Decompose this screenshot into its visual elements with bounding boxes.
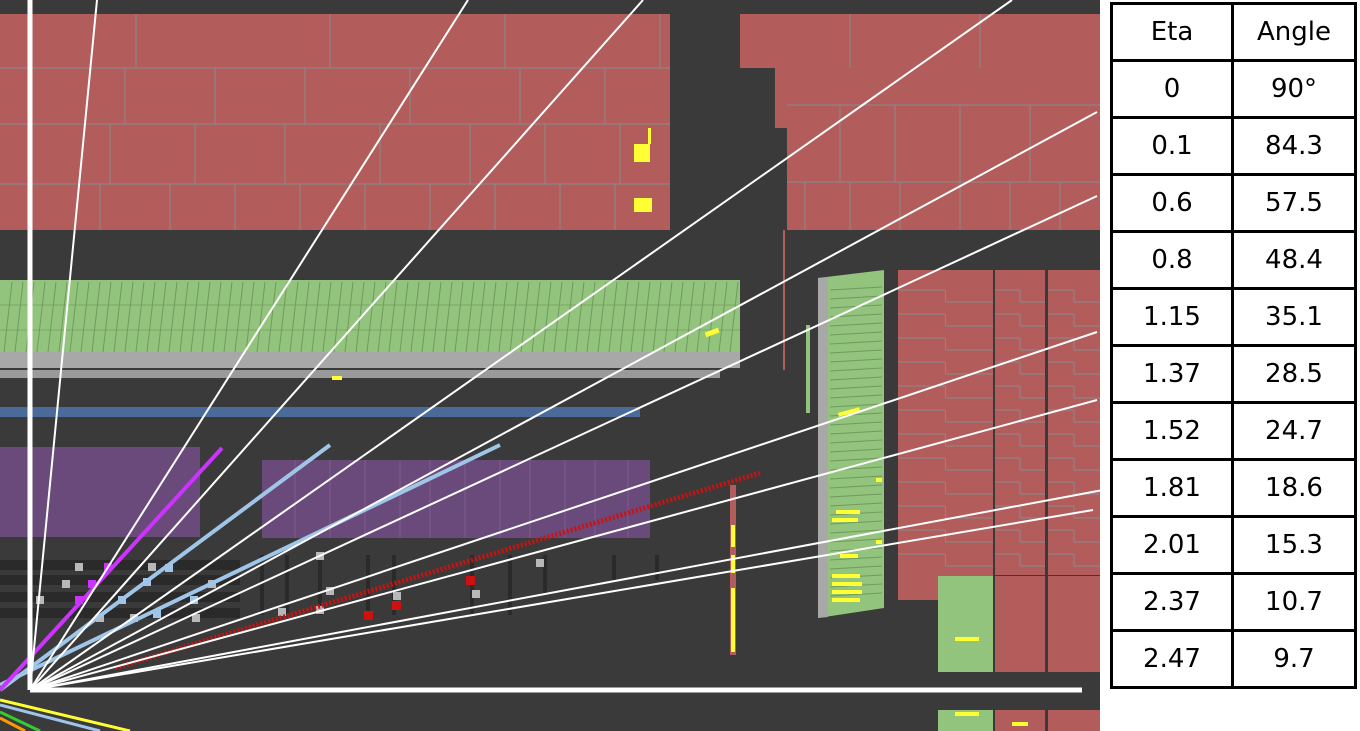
eta-cell: 0.1: [1110, 116, 1234, 176]
hadronic-endcap-calorimeter: [898, 270, 1100, 600]
angle-cell: 18.6: [1231, 458, 1357, 518]
eta-line-1.81: [29, 331, 1098, 691]
eta-line-2.47: [29, 509, 1094, 691]
eta-cell: 0.6: [1110, 173, 1234, 233]
eta-cell: 1.15: [1110, 287, 1234, 347]
column-header-angle: Angle: [1231, 2, 1357, 62]
eta-line-2.01: [29, 399, 1098, 691]
eta-cell: 1.81: [1110, 458, 1234, 518]
eta-cell: 2.37: [1110, 572, 1234, 632]
tile-calorimeter-extended-barrel: [740, 14, 1100, 370]
track-red: [114, 470, 761, 671]
track-blue-2: [0, 443, 501, 687]
angle-cell: 10.7: [1231, 572, 1357, 632]
angle-cell: 9.7: [1231, 629, 1357, 689]
angle-cell: 24.7: [1231, 401, 1357, 461]
angle-cell: 48.4: [1231, 230, 1357, 290]
table-header-row: Eta Angle: [1110, 2, 1357, 62]
axes: [27, 0, 1082, 693]
eta-line-1.37: [29, 111, 1098, 691]
angle-cell: 57.5: [1231, 173, 1357, 233]
eta-cell: 1.52: [1110, 401, 1234, 461]
column-header-eta: Eta: [1110, 2, 1234, 62]
em-endcap-calorimeter: [806, 270, 884, 618]
eta-line-0.6: [29, 0, 469, 691]
forward-calorimeter: [938, 576, 1100, 731]
angle-cell: 15.3: [1231, 515, 1357, 575]
solenoid: [0, 407, 640, 417]
eta-line-1.15: [29, 0, 1013, 691]
angle-cell: 90°: [1231, 59, 1357, 119]
eta-line-1.52: [29, 195, 1098, 691]
tile-calorimeter-barrel: [0, 14, 670, 230]
eta-line-0.8: [29, 0, 644, 691]
eta-line-2.37: [29, 489, 1100, 691]
inner-detector-trt: [0, 447, 650, 538]
eta-cell: 0: [1110, 59, 1234, 119]
eta-cell: 2.47: [1110, 629, 1234, 689]
eta-cell: 0.8: [1110, 230, 1234, 290]
angle-cell: 28.5: [1231, 344, 1357, 404]
angle-cell: 84.3: [1231, 116, 1357, 176]
eta-cell: 2.01: [1110, 515, 1234, 575]
eta-line-0.1: [29, 0, 98, 691]
eta-cell: 1.37: [1110, 344, 1234, 404]
angle-cell: 35.1: [1231, 287, 1357, 347]
detector-view: [0, 0, 1100, 731]
em-barrel-calorimeter: [0, 280, 740, 380]
eta-lines: [29, 0, 1100, 691]
